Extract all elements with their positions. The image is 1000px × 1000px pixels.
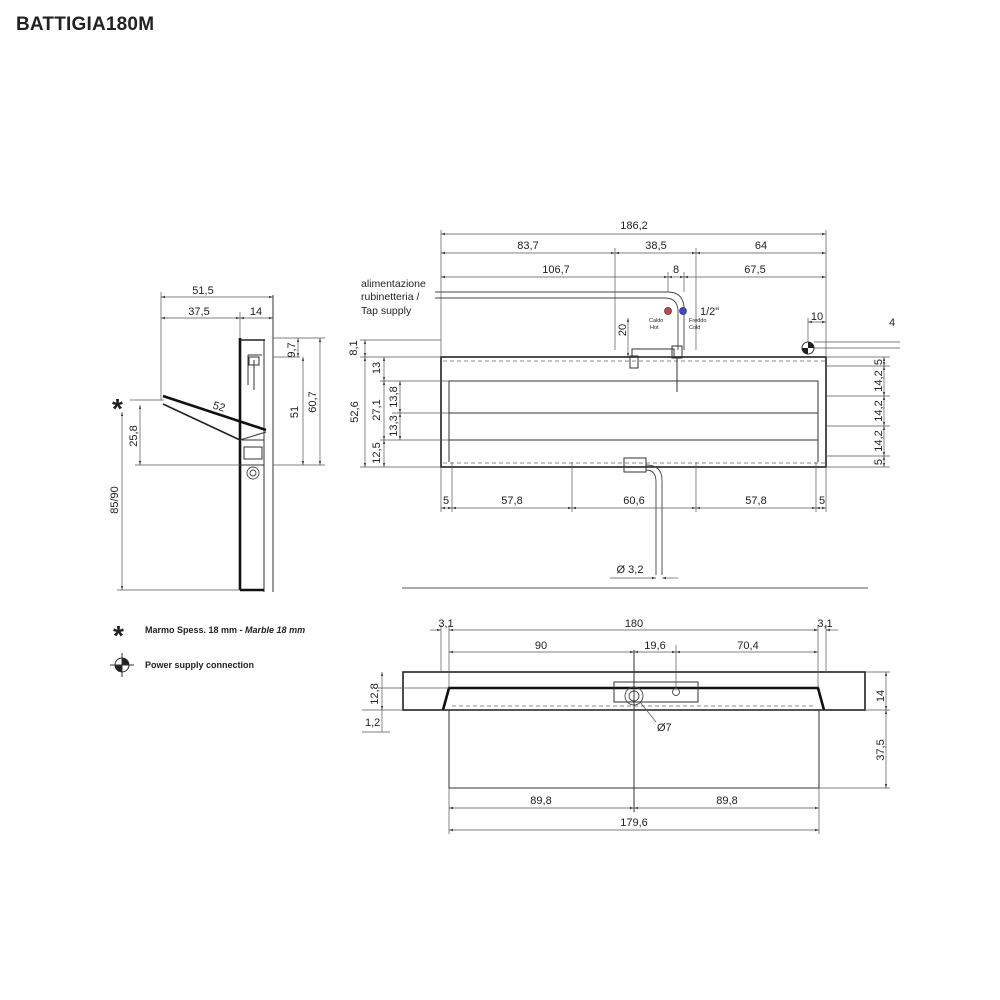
dim-52: 52 <box>211 400 226 415</box>
dim-13-8: 13,8 <box>388 386 400 407</box>
dim-67-5: 67,5 <box>744 264 765 276</box>
front-view: 186,2 83,7 38,5 64 106,7 8 67,5 alimenta… <box>348 220 900 580</box>
dim-57-8-right: 57,8 <box>745 495 766 507</box>
dim-1-2-inch: 1/2" <box>700 306 719 318</box>
drawing-title: BATTIGIA180M <box>16 14 155 35</box>
side-view: 51,5 37,5 14 9,7 51 60,7 52 25,8 85/90 * <box>109 285 325 592</box>
dim-37-5-top: 37,5 <box>875 739 887 760</box>
dim-51-5: 51,5 <box>192 285 213 297</box>
dim-90: 90 <box>535 640 547 652</box>
dim-12-8: 12,8 <box>369 683 381 704</box>
dim-5-top: 5 <box>873 359 885 365</box>
dim-10: 10 <box>811 311 823 323</box>
dim-180: 180 <box>625 618 643 630</box>
dim-5-left: 5 <box>443 495 449 507</box>
dim-9-7: 9,7 <box>286 342 298 357</box>
dim-52-6: 52,6 <box>349 401 361 422</box>
dim-13-3: 13,3 <box>388 415 400 436</box>
dim-60-7: 60,7 <box>307 391 319 412</box>
dim-85-90: 85/90 <box>109 486 121 514</box>
top-view: 3,1 180 3,1 90 19,6 70,4 12,8 1,2 14 37,… <box>362 618 890 834</box>
hot-label-en: Hot <box>650 325 659 331</box>
legend-marble-text: Marmo Spess. 18 mm - Marble 18 mm <box>145 625 305 635</box>
legend-marble-en: Marble 18 mm <box>245 625 305 635</box>
dim-5-right: 5 <box>819 495 825 507</box>
dim-3-1-right: 3,1 <box>817 618 832 630</box>
dim-89-8-left: 89,8 <box>530 795 551 807</box>
dim-12-5: 12,5 <box>371 442 383 463</box>
dim-57-8-left: 57,8 <box>501 495 522 507</box>
supply-label-2: rubinetteria / <box>361 291 419 303</box>
dim-38-5: 38,5 <box>645 240 666 252</box>
cold-label-it: Freddo <box>689 318 706 324</box>
dim-14-side: 14 <box>250 306 262 318</box>
dim-25-8: 25,8 <box>128 425 140 446</box>
dim-83-7: 83,7 <box>517 240 538 252</box>
dim-14-top: 14 <box>875 690 887 702</box>
legend-marble-it: Marmo Spess. 18 mm - <box>145 625 245 635</box>
dim-89-8-right: 89,8 <box>716 795 737 807</box>
dim-186-2: 186,2 <box>620 220 648 232</box>
dim-hole-diameter: Ø7 <box>657 722 672 734</box>
dim-60-6: 60,6 <box>623 495 644 507</box>
dim-179-6: 179,6 <box>620 817 648 829</box>
hot-label-it: Caldo <box>649 318 663 324</box>
cold-label-en: Cold <box>689 325 700 331</box>
dim-3-1-left: 3,1 <box>438 618 453 630</box>
marble-asterisk: * <box>112 393 123 424</box>
legend-power-text: Power supply connection <box>145 660 254 670</box>
legend: * Marmo Spess. 18 mm - Marble 18 mm Powe… <box>110 620 305 677</box>
dim-13: 13 <box>371 362 383 374</box>
dim-51: 51 <box>289 406 301 418</box>
dim-14-2-a: 14,2 <box>873 370 885 391</box>
dim-5-bottom: 5 <box>873 459 885 465</box>
dim-drain-diameter: Ø 3,2 <box>617 564 644 576</box>
dim-106-7: 106,7 <box>542 264 570 276</box>
dim-70-4: 70,4 <box>737 640 758 652</box>
dim-27-1: 27,1 <box>371 399 383 420</box>
legend-asterisk: * <box>113 620 124 651</box>
dim-4: 4 <box>889 317 895 329</box>
dim-64: 64 <box>755 240 767 252</box>
dim-8: 8 <box>673 264 679 276</box>
dim-14-2-b: 14,2 <box>873 400 885 421</box>
supply-label-3: Tap supply <box>361 305 412 317</box>
dim-37-5: 37,5 <box>188 306 209 318</box>
dim-14-2-c: 14,2 <box>873 430 885 451</box>
dim-1-2: 1,2 <box>365 717 380 729</box>
dim-19-6: 19,6 <box>644 640 665 652</box>
dim-20: 20 <box>617 324 629 336</box>
supply-label-1: alimentazione <box>361 278 426 290</box>
dim-8-1: 8,1 <box>348 340 360 355</box>
